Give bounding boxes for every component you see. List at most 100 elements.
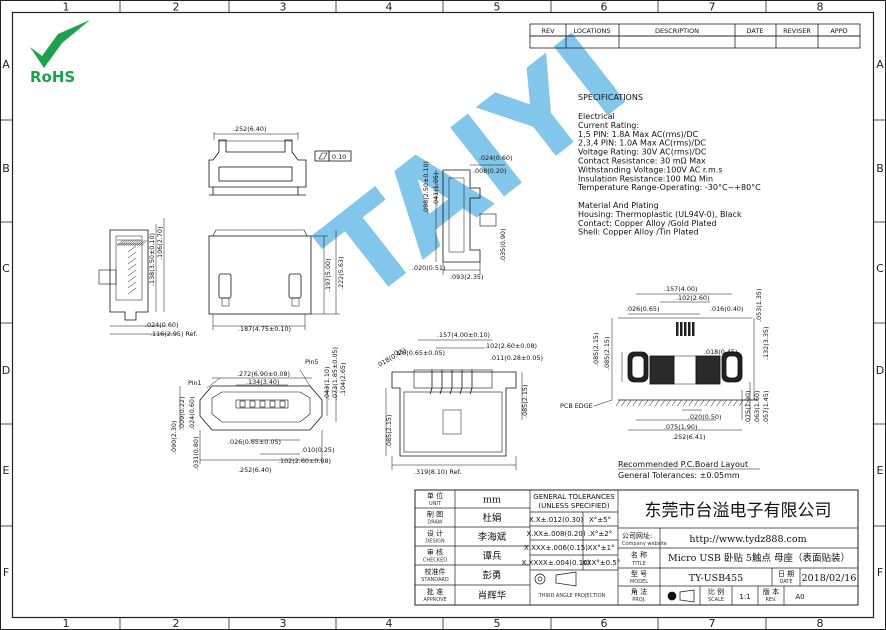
label-pin5: Pin5 xyxy=(305,358,319,366)
dim-pc-o: .252(6.41) xyxy=(672,433,705,441)
rohs-check-icon xyxy=(30,20,90,68)
tb-label-en-0: UNIT xyxy=(429,501,442,507)
dim-rs-c: .041(1.05) xyxy=(432,173,440,206)
zone-col-top-7: 7 xyxy=(709,1,716,14)
front-contacts xyxy=(239,400,286,408)
dim-fr-a: .272(6.90±0.08) xyxy=(237,370,290,378)
projection-label: THIRD ANGLE PROJECTION xyxy=(538,593,606,599)
tb-label-cn-4: 校准件 xyxy=(425,567,446,576)
company-name: 东莞市台溢电子有限公司 xyxy=(645,501,832,521)
spec-line-10: Material And Plating xyxy=(578,201,659,210)
revision-table: REV LOCATIONS DESCRIPTION DATE REVISER A… xyxy=(529,23,861,49)
tol-linear-1: X.XX±.008(0.20) xyxy=(526,530,585,538)
dim-body-h1: .197(5.00) xyxy=(324,259,332,292)
tb-value-5: 肖辉华 xyxy=(478,590,507,602)
tol-linear-2: X.XXX±.006(0.15) xyxy=(524,544,588,552)
website-label-en: Company website xyxy=(622,541,667,547)
zone-col-bottom-5: 5 xyxy=(494,617,501,630)
dim-side-h1: .106(2.70) xyxy=(156,227,164,260)
dim-pc-j: .075(1.90) xyxy=(744,391,752,424)
tol-title: GENERAL TOLERANCES xyxy=(533,493,615,501)
dim-fr-k: .010(0.25) xyxy=(301,446,334,454)
model-number: TY-USB455 xyxy=(689,573,743,584)
model-label-cn: 型 号 xyxy=(631,569,647,578)
date-label-en: DATE xyxy=(779,579,792,585)
tol-linear-3: X.XXXX±.004(0.10) xyxy=(522,559,591,567)
dim-body-width: .187(4.75±0.10) xyxy=(238,325,291,333)
label-pin1: Pin1 xyxy=(188,379,202,387)
drawing-title: Micro USB 卧贴 5触点 母座（表面贴装） xyxy=(668,552,850,564)
tol-angular-2: .XX°±1° xyxy=(585,544,614,552)
description-header: DESCRIPTION xyxy=(655,27,699,35)
dim-bk-b: .026(0.65±0.05) xyxy=(392,349,445,357)
drawing-date: 2018/02/16 xyxy=(802,573,857,584)
locations-header: LOCATIONS xyxy=(574,27,611,35)
tb-label-en-5: APPROVE xyxy=(423,597,446,603)
zone-row-left-A: A xyxy=(2,58,10,71)
date-label-cn: 日 期 xyxy=(778,570,794,578)
dim-fr-e: .043(1.10) xyxy=(323,367,331,400)
zone-col-top-8: 8 xyxy=(817,1,824,14)
tb-value-4: 彭勇 xyxy=(482,570,501,582)
dim-pc-h: .018(0.45) xyxy=(704,348,737,356)
scale-label-en: SCALE xyxy=(708,597,724,603)
zone-col-bottom-4: 4 xyxy=(386,617,393,630)
back-view xyxy=(385,339,523,470)
dim-fr-h: .090(2.30) xyxy=(170,421,178,454)
tol-angular-3: .XXX°±0.5° xyxy=(580,559,621,567)
dim-fr-l: .102(2.60±0.08) xyxy=(278,457,331,465)
tb-value-3: 谭兵 xyxy=(482,550,502,562)
zone-row-left-C: C xyxy=(2,262,10,275)
pcb-layout-title: Recommended P.C.Board Layout xyxy=(618,460,748,469)
zone-row-left-E: E xyxy=(3,464,10,477)
dim-bk-h: .319(8.10) Ref. xyxy=(414,468,461,476)
spec-line-3: 2,3,4 PIN: 1.0A Max AC(rms)/DC xyxy=(578,139,706,148)
zone-col-bottom-6: 6 xyxy=(601,617,608,630)
tb-label-cn-1: 制 图 xyxy=(427,510,443,519)
dim-pc-l: .057(1.45) xyxy=(762,391,770,424)
dim-rs-d: .098(2.50±0.10) xyxy=(422,161,430,214)
reviser-header: REVISER xyxy=(783,27,811,35)
third-angle-icon xyxy=(667,589,695,603)
tb-label-cn-2: 设 计 xyxy=(427,529,443,538)
zone-row-left-D: D xyxy=(2,364,10,377)
pcb-pads xyxy=(676,322,695,336)
appd-header: APPD xyxy=(830,27,847,35)
rohs-logo-text: RoHS xyxy=(30,68,75,86)
zone-row-right-C: C xyxy=(876,262,884,275)
left-side-hatch xyxy=(116,239,148,295)
tb-value-1: 杜娟 xyxy=(482,512,501,524)
dim-fr-b: .134(3.40) xyxy=(246,378,279,386)
dim-rs-e: .035(0.90) xyxy=(499,229,507,262)
pcb-edge-hatch xyxy=(615,399,750,407)
dim-side-b2: .116(2.95) Ref. xyxy=(150,330,197,338)
zone-row-right-D: D xyxy=(876,364,884,377)
tb-value-2: 李海斌 xyxy=(478,531,507,543)
dim-bk-a: .157(4.00±0.10) xyxy=(437,331,490,339)
spec-line-12: Contact: Copper Alloy /Gold Plated xyxy=(578,219,717,228)
dim-bk-c: .102(2.60±0.08) xyxy=(484,342,537,350)
zone-col-bottom-8: 8 xyxy=(817,617,824,630)
front-view xyxy=(179,369,337,464)
dim-pc-d: .016(0.40) xyxy=(710,305,743,313)
title-label-en: TITLE xyxy=(631,561,646,567)
dim-pc-i: .132(3.35) xyxy=(762,327,770,360)
dim-rs-f: .020(0.51) xyxy=(412,264,445,272)
sheet-inner-border xyxy=(11,11,875,619)
zone-col-top-3: 3 xyxy=(280,1,287,14)
date-header: DATE xyxy=(747,27,764,35)
dim-pc-f: .085(2.15) xyxy=(592,333,600,366)
dim-fr-j: .026(0.65±0.05) xyxy=(228,438,281,446)
dim-pc-a: .157(4.00) xyxy=(664,285,697,293)
spec-line-7: Insulation Resistance:100 MΩ Min xyxy=(578,174,713,183)
website-label-cn: 公司网址: xyxy=(622,531,652,540)
zone-row-left-B: B xyxy=(2,162,10,175)
dim-pc-g: .085(2.15) xyxy=(603,337,611,370)
zone-col-top-4: 4 xyxy=(386,1,393,14)
spec-line-11: Housing: Thermoplastic (UL94V-0), Black xyxy=(578,210,742,219)
company-url: http://www.tydz888.com xyxy=(689,534,806,545)
dim-bk-f: .085(2.15) xyxy=(385,415,393,448)
dim-fr-d: .073(1.85±0.05) xyxy=(331,347,339,400)
